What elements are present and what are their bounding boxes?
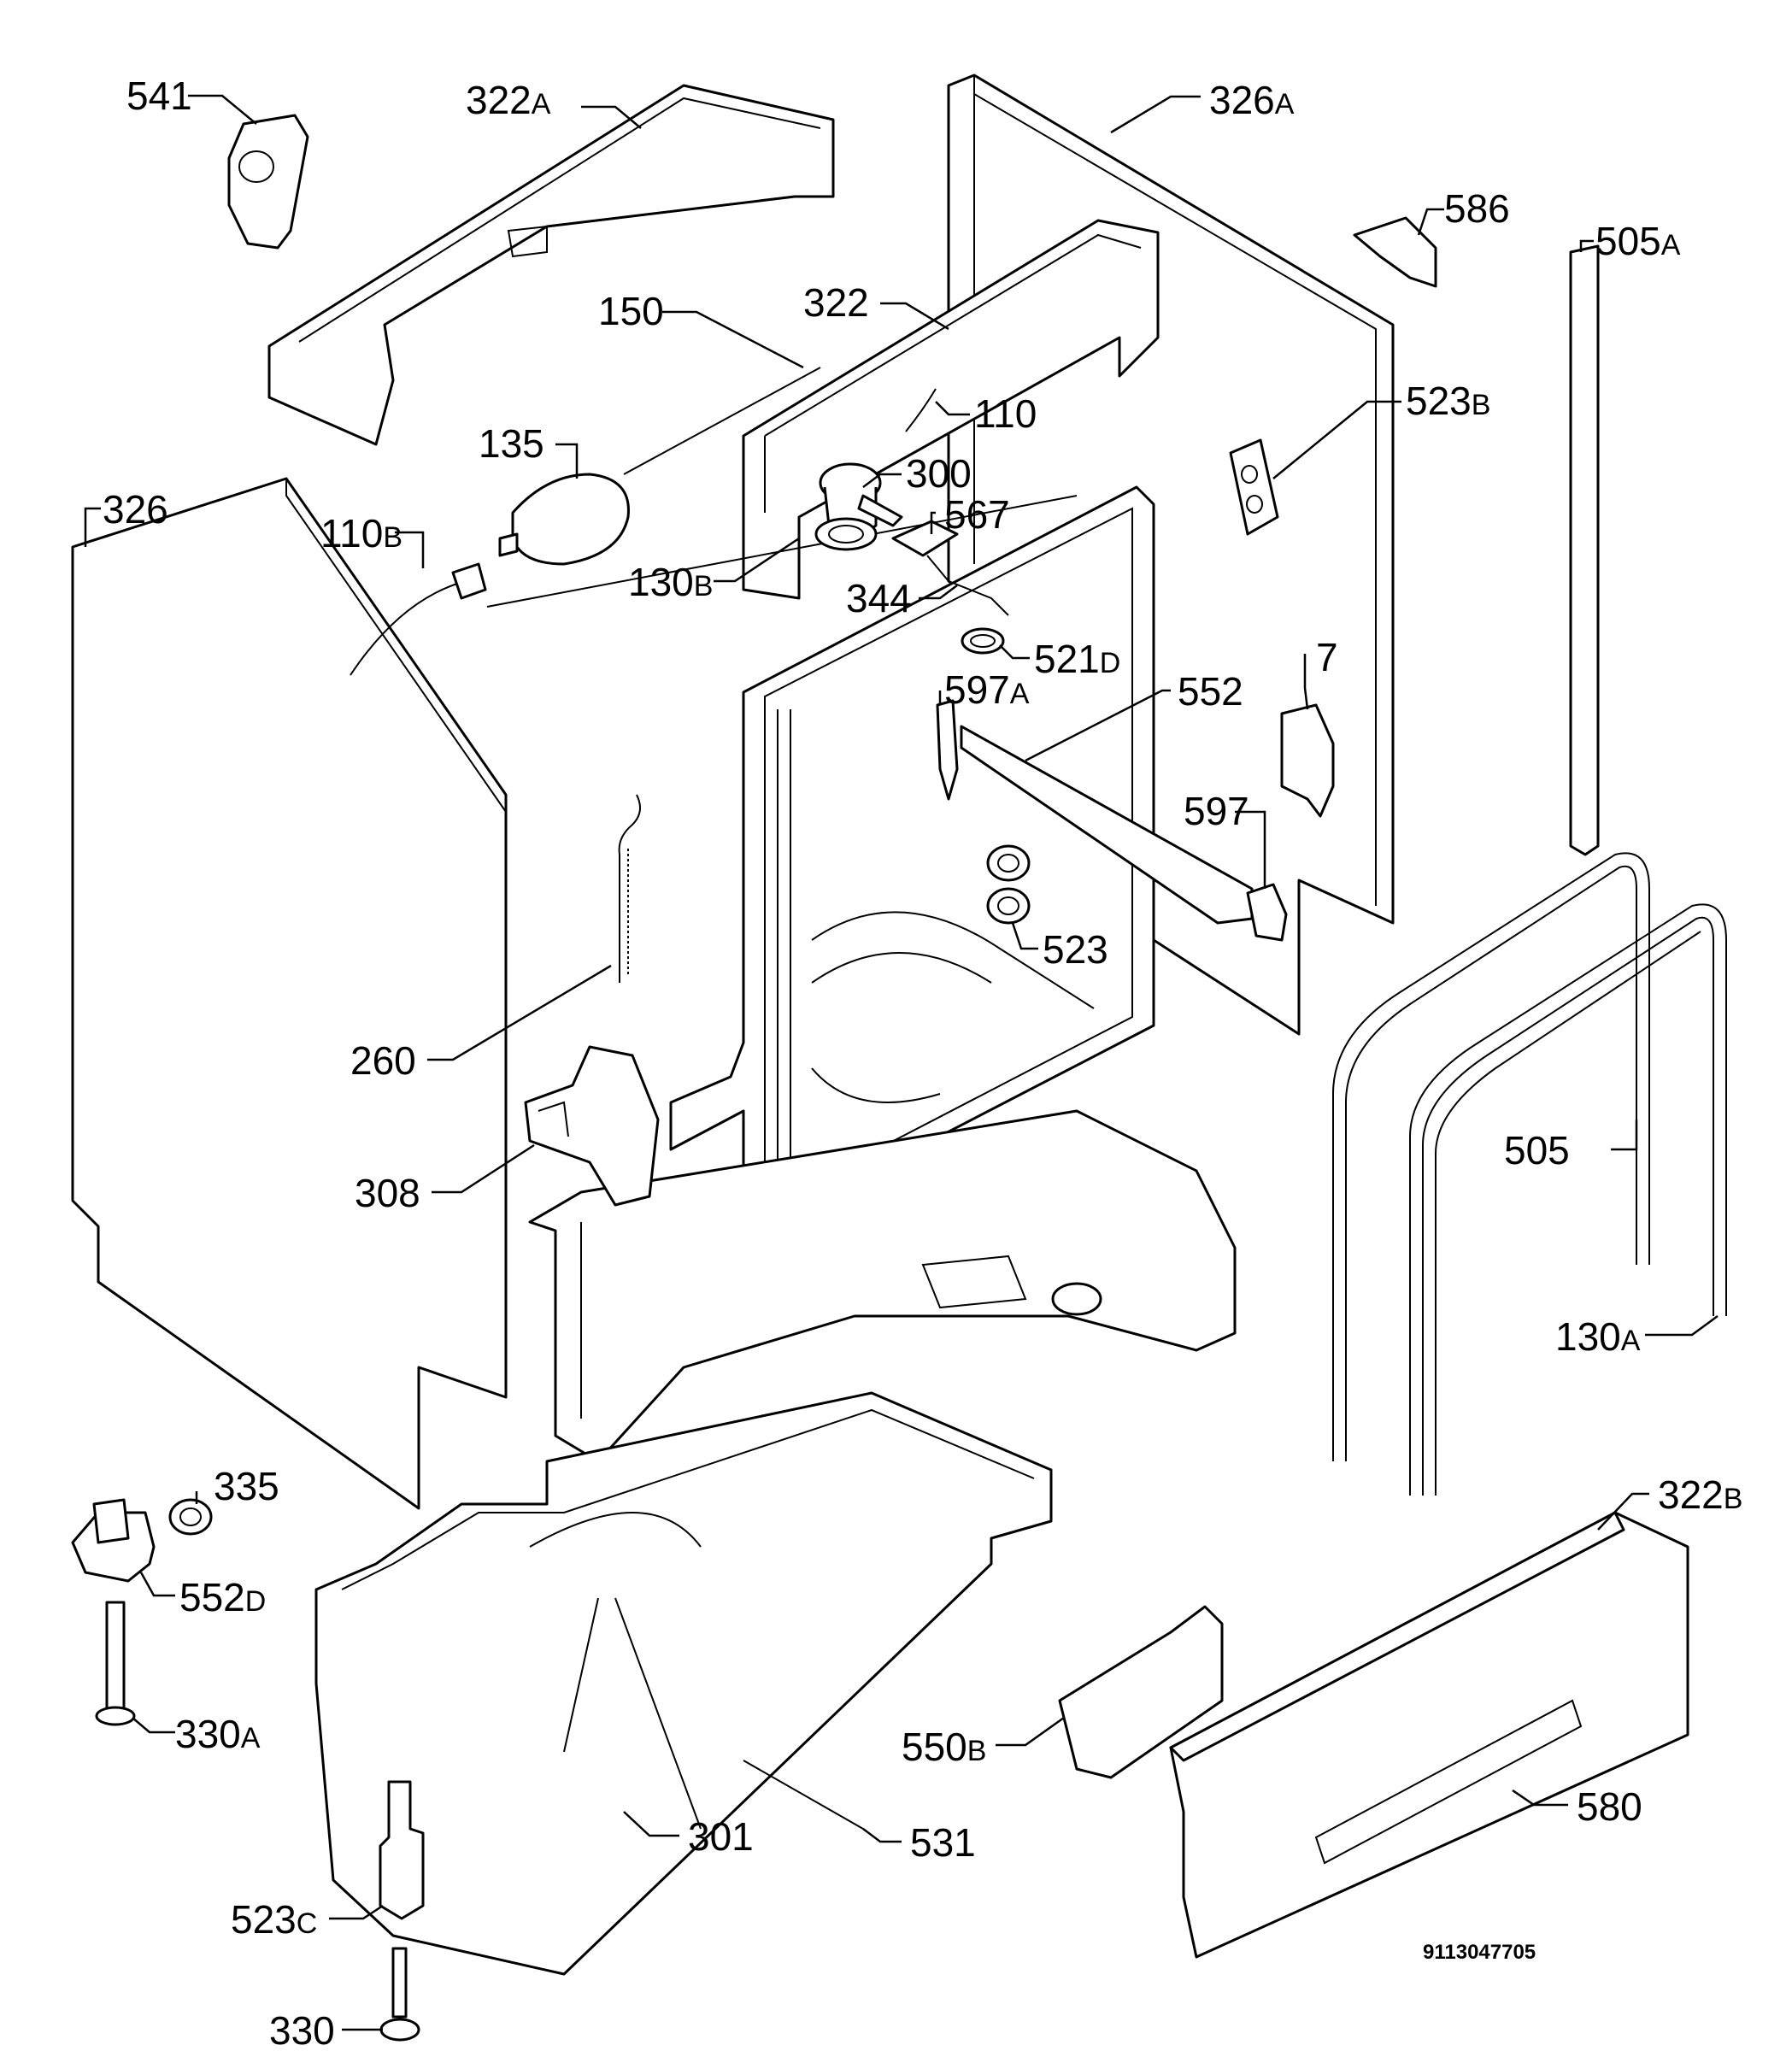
label-523b: 523B xyxy=(1406,379,1490,423)
label-521d: 521D xyxy=(1034,637,1120,681)
tub-floor xyxy=(811,911,1095,1103)
short-hose xyxy=(905,388,937,432)
top-rail-a xyxy=(267,84,835,446)
label-7: 7 xyxy=(1316,635,1338,679)
label-580: 580 xyxy=(1577,1784,1642,1829)
door-seal-a xyxy=(1409,903,1727,1496)
spring-clip xyxy=(891,520,1009,616)
leveling-foot xyxy=(71,1498,156,1583)
door-strip xyxy=(1569,244,1600,856)
label-326: 326 xyxy=(103,487,168,532)
hinge-assembly xyxy=(524,1045,660,1207)
label-523: 523 xyxy=(1043,927,1108,972)
callout-labels: 541 322A 326A 586 505A 150 322 110 523B … xyxy=(103,73,1742,2051)
label-531: 531 xyxy=(910,1820,976,1865)
label-260: 260 xyxy=(350,1038,416,1083)
gear xyxy=(168,1498,213,1536)
hose xyxy=(350,562,487,676)
latch xyxy=(227,114,309,250)
small-bracket xyxy=(1353,216,1437,288)
screw xyxy=(379,1947,420,2042)
bracket xyxy=(1058,1605,1224,1779)
label-330a: 330A xyxy=(175,1712,261,1756)
screw-a xyxy=(95,1601,136,1726)
label-110b: 110B xyxy=(320,511,402,555)
hinge xyxy=(1280,703,1335,818)
clip-a xyxy=(936,699,959,801)
label-552: 552 xyxy=(1178,669,1243,714)
label-541: 541 xyxy=(126,73,192,118)
label-335: 335 xyxy=(214,1464,279,1508)
leader-lines xyxy=(84,94,1719,2031)
door-spring xyxy=(618,794,641,983)
label-505: 505 xyxy=(1504,1128,1570,1172)
label-505a: 505A xyxy=(1595,219,1681,263)
drawing-code: 9113047705 xyxy=(1423,1941,1536,1964)
clip xyxy=(1246,883,1288,942)
front-plinth xyxy=(1169,1511,1689,1959)
label-552d: 552D xyxy=(179,1575,266,1619)
label-135: 135 xyxy=(479,421,544,466)
bottom-tray xyxy=(314,1391,1053,1976)
label-567: 567 xyxy=(944,492,1010,537)
label-586: 586 xyxy=(1444,186,1510,231)
label-130b: 130B xyxy=(628,560,713,604)
hinge-pin xyxy=(379,1780,425,1920)
label-344: 344 xyxy=(846,576,912,620)
label-322a: 322A xyxy=(466,78,551,122)
seal-ring xyxy=(814,517,878,551)
hinge-bar xyxy=(960,725,1254,925)
label-550b: 550B xyxy=(902,1725,986,1769)
label-322: 322 xyxy=(803,280,869,325)
salt-container xyxy=(498,473,630,566)
label-130a: 130A xyxy=(1555,1314,1641,1359)
label-110: 110 xyxy=(974,391,1037,436)
bushing-pair xyxy=(986,844,1031,925)
label-300: 300 xyxy=(906,451,972,496)
door-seal xyxy=(1332,852,1650,1461)
label-322b: 322B xyxy=(1658,1472,1742,1517)
label-301: 301 xyxy=(688,1814,754,1859)
tub-frame xyxy=(669,485,1155,1215)
label-326a: 326A xyxy=(1209,78,1295,122)
label-523c: 523C xyxy=(231,1897,317,1942)
grommet xyxy=(961,627,1005,655)
side-panel-left xyxy=(71,477,508,1510)
bushing-b xyxy=(1229,438,1279,536)
label-150: 150 xyxy=(598,289,664,333)
rod xyxy=(743,1760,864,1830)
label-330: 330 xyxy=(269,2008,335,2051)
label-308: 308 xyxy=(355,1171,420,1215)
label-597a: 597A xyxy=(944,667,1030,712)
top-rail xyxy=(742,219,1160,600)
base-frame xyxy=(528,1109,1237,1463)
label-597: 597 xyxy=(1184,789,1249,833)
rear-panel xyxy=(486,367,1078,608)
